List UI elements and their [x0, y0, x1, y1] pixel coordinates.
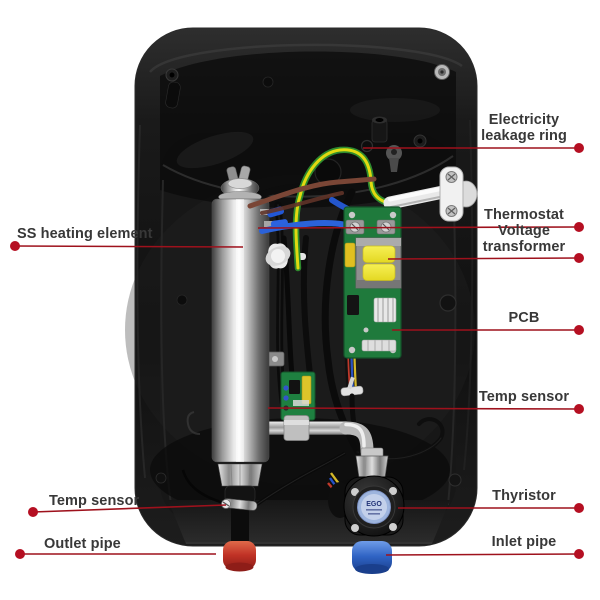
callout-thyristor: Thyristor: [492, 488, 556, 504]
callout-temp-sensor-left: Temp sensor: [49, 493, 140, 509]
callout-inlet-pipe: Inlet pipe: [491, 534, 557, 550]
leader-temp-sensor-right: [267, 407, 580, 410]
callout-electricity-leakage-ring: Electricity leakage ring: [481, 112, 567, 144]
ground-wire: [292, 146, 392, 272]
callout-temp-sensor-right: Temp sensor: [478, 389, 570, 405]
element-terminal-rod: [383, 166, 478, 222]
voltage-transformer: [355, 237, 402, 289]
leader-voltage-transformer: [387, 257, 580, 260]
leader-temp-sensor-left: [32, 504, 227, 513]
leader-thermostat: [257, 226, 580, 229]
callout-voltage-transformer: Voltage transformer: [482, 223, 566, 255]
inlet-fitting-blue: [352, 541, 392, 574]
callout-ss-heating-element: SS heating element: [17, 226, 153, 242]
electricity-leakage-ring: [360, 116, 427, 172]
chrome-pipe: [247, 415, 389, 478]
callout-pcb: PCB: [508, 310, 540, 326]
outlet-fitting-red: [223, 541, 256, 572]
callout-thermostat: Thermostat: [484, 207, 564, 223]
ss-heating-element: [211, 165, 270, 541]
leader-inlet-pipe: [385, 553, 580, 556]
leader-lines: [10, 143, 584, 559]
brown-wire: [247, 176, 377, 215]
flow-sensor-brand-text: EGO: [366, 501, 382, 508]
pcb-board: [343, 206, 402, 359]
callout-outlet-pipe: Outlet pipe: [44, 536, 121, 552]
flow-sensor: EGO: [327, 472, 405, 537]
leader-ss-heating-element: [14, 245, 244, 248]
shell-screws: [155, 64, 462, 487]
temp-sensor-probe: [181, 451, 346, 511]
leader-dots: [10, 143, 584, 559]
